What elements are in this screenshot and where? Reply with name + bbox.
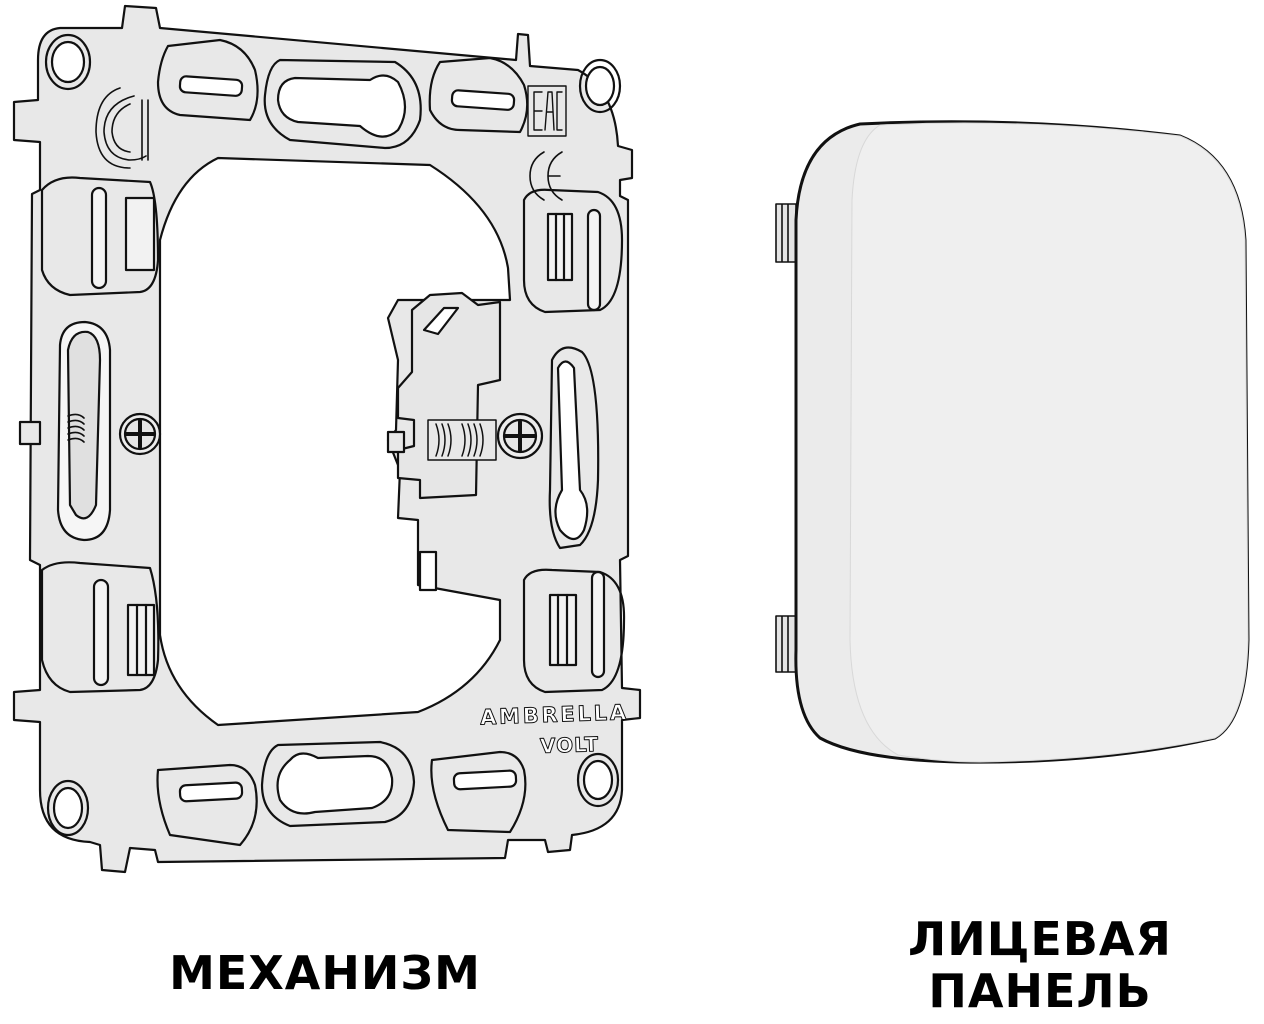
face-panel-caption: ЛИЦЕВАЯ ПАНЕЛЬ [880,912,1200,1018]
bottom-keyhole-rim [260,740,416,828]
right-terminal-pin [386,430,406,454]
hole-bottom-left [52,786,84,830]
panel-bevel [849,122,1249,763]
top-left-slot [178,75,244,97]
mechanism-caption: МЕХАНИЗМ [169,946,481,1000]
left-lower-lug-slot [92,578,110,687]
frame-inner-opening [158,156,512,727]
left-claw-opening [66,330,102,520]
left-lower-lug [40,561,160,694]
left-side-pin [18,420,42,446]
bottom-left-slot [178,781,244,803]
mechanism-frame: AMBRELLA VOLT [12,4,642,874]
ce-mark-icon [529,151,563,201]
brand-line-1: AMBRELLA [480,700,627,729]
face-panel-caption-line-2: ПАНЕЛЬ [928,963,1152,1018]
bottom-right-tab [430,750,527,834]
right-keyhole-slot [554,360,589,541]
top-keyhole-slot [276,74,407,138]
left-lower-lug-window [126,603,156,677]
corner-holes [44,33,622,837]
right-upper-lug-slot [586,208,602,312]
right-spring [427,419,497,461]
left-upper-lug-window [124,196,156,272]
brand-line-2: VOLT [540,732,599,758]
brand-text: AMBRELLA VOLT [479,700,627,759]
right-upper-lug-window [546,212,574,282]
face-panel-caption-line-1: ЛИЦЕВАЯ [908,912,1172,966]
right-upper-lug [522,188,624,314]
ambrella-logo-icon [95,87,149,169]
terminal-lower-window [418,550,438,592]
right-lower-lug [522,568,626,694]
panel-upper-clip [775,203,797,263]
left-terminal-screw [118,412,162,456]
left-upper-lug [40,176,160,297]
panel-lower-clip [775,615,797,673]
eac-mark-icon [527,85,567,137]
right-terminal-screw [496,412,544,460]
right-lower-lug-slot [590,570,606,679]
terminal-block-slot [422,306,460,336]
bottom-left-tab [156,763,258,847]
top-right-tab [428,56,529,134]
hole-bottom-right [582,759,614,801]
hole-top-left [50,40,86,84]
top-right-slot [450,89,516,111]
top-keyhole-rim [263,58,422,150]
bottom-right-slot [452,769,518,791]
bottom-keyhole-slot [276,752,394,815]
right-keyhole-rim [548,346,600,550]
left-spring [67,413,85,443]
face-panel [775,120,1250,764]
top-left-tab [156,38,259,122]
right-lower-lug-window [548,593,578,667]
left-upper-lug-slot [90,186,108,290]
hole-top-right [584,65,616,107]
